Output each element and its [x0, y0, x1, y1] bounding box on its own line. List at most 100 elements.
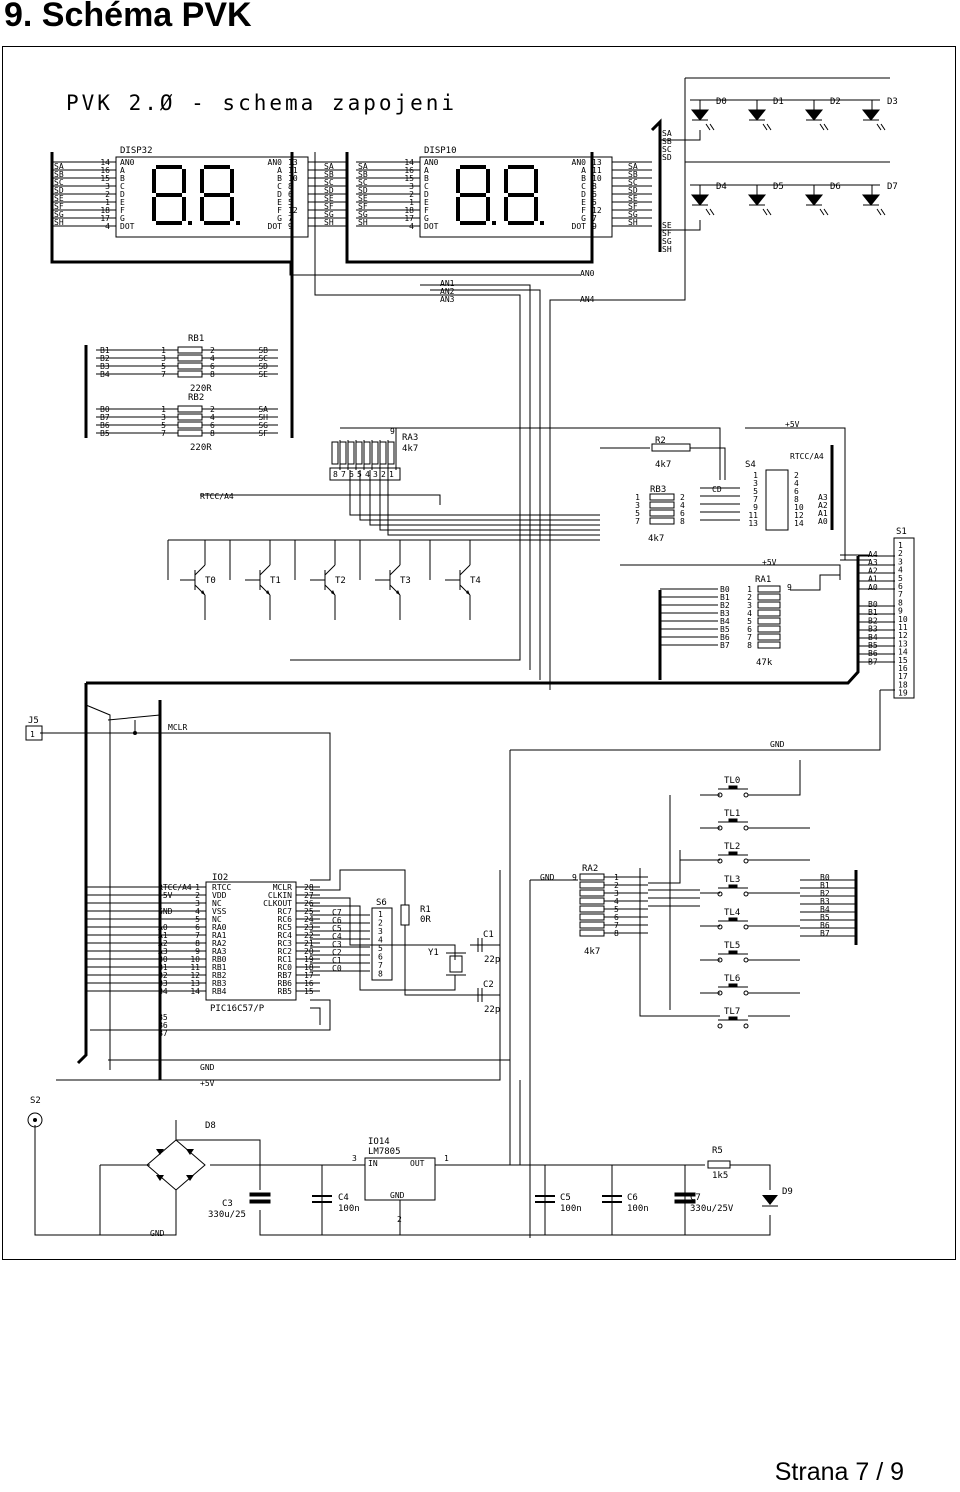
ra1-input: B6 — [720, 633, 730, 642]
regulator-body — [364, 1157, 436, 1201]
s4-pin: 12 — [794, 511, 804, 520]
s4-output: A1 — [818, 509, 828, 518]
led-triangle — [747, 109, 767, 121]
rbank-value: 220R — [190, 443, 212, 453]
ra2-ref: RA2 — [582, 864, 598, 874]
display-segment — [534, 197, 538, 221]
ra3-ref: RA3 — [402, 433, 418, 443]
ra3-pin: 6 — [349, 470, 354, 479]
push-button — [717, 990, 749, 996]
display-digit — [504, 165, 544, 225]
rb3-ref: RB3 — [650, 485, 666, 495]
s4-pin: 10 — [794, 503, 804, 512]
anode-net: AN2 — [440, 287, 455, 296]
button-contact — [743, 1023, 749, 1029]
transistor-emitter — [389, 584, 401, 596]
segment-net: SG — [358, 210, 368, 219]
resistor-body — [579, 897, 605, 905]
push-button — [717, 891, 749, 897]
mcu-pin-name: RB7 — [278, 971, 293, 980]
s4-pin: 13 — [748, 519, 758, 528]
button-ref: TL0 — [724, 776, 740, 786]
display-pin-name: E — [424, 198, 429, 207]
segment-net: SH — [324, 218, 334, 227]
led-ref: D6 — [830, 182, 841, 192]
display-segment — [204, 165, 230, 169]
rb3-pin: 8 — [680, 517, 685, 526]
s4-pin: 6 — [794, 487, 799, 496]
rbank-output: SB — [258, 346, 268, 355]
rbank-pin: 8 — [210, 429, 215, 438]
led-bottom — [690, 194, 715, 216]
s1-pin: 19 — [898, 689, 908, 698]
rbank-pin: 4 — [210, 413, 215, 422]
mcu-pin-name: NC — [212, 915, 222, 924]
ra1-common: 9 — [787, 583, 792, 592]
resistor-body — [579, 881, 605, 889]
button-ref: TL5 — [724, 941, 740, 951]
display-pin-name: F — [120, 206, 125, 215]
reg-pin: 1 — [444, 1154, 449, 1163]
page-footer: Strana 7 / 9 — [774, 1458, 904, 1486]
display-pin-name: DOT — [424, 222, 439, 231]
display-pin-name: AN0 — [120, 158, 135, 167]
segment-net: SB — [628, 170, 638, 179]
display-pin-name: D — [277, 190, 282, 199]
transistor-collector — [459, 564, 471, 576]
segment-net: SD — [358, 186, 368, 195]
segment-net: SF — [358, 202, 368, 211]
display-pin: 8 — [592, 182, 597, 191]
led-bottom — [804, 194, 829, 216]
segment-net: SF — [324, 202, 334, 211]
display-pin: 8 — [288, 182, 293, 191]
bridge-diode — [156, 1149, 164, 1155]
display-pin-name: F — [424, 206, 429, 215]
jack-outer — [27, 1112, 43, 1128]
ra1-pin: 6 — [747, 625, 752, 634]
ra3-pin: 2 — [381, 470, 386, 479]
resistor-body — [379, 441, 387, 465]
rbank-pin: 6 — [210, 362, 215, 371]
display-pin-name: G — [277, 214, 282, 223]
gnd-label: GND — [150, 1229, 165, 1238]
mcu-pin-name: RB1 — [212, 963, 227, 972]
s1-net: A1 — [868, 575, 878, 584]
s1-pin: 4 — [898, 566, 903, 575]
rbank-output: SC — [258, 354, 268, 363]
rb3-pin: 7 — [635, 517, 640, 526]
display-segment — [204, 221, 230, 225]
resistor-body — [757, 609, 781, 617]
display-pin-name: C — [277, 182, 282, 191]
push-button — [717, 792, 749, 798]
display-segment — [504, 169, 508, 193]
resistor-body — [331, 441, 339, 465]
c5-ref: C5 — [560, 1193, 571, 1203]
rtcc-net: RTCC/A4 — [200, 492, 234, 501]
s1-net: B2 — [868, 616, 878, 625]
segment-net: SB — [54, 170, 64, 179]
rbank-output: SE — [258, 370, 268, 379]
push-button — [717, 1023, 749, 1029]
resistor-body — [649, 517, 675, 525]
s6-pin: 6 — [378, 953, 383, 962]
d8-ref: D8 — [205, 1121, 216, 1131]
schematic-title: PVK 2.Ø - schema zapojeni — [66, 91, 457, 115]
resistor-body — [579, 905, 605, 913]
bridge-rectifier — [146, 1139, 206, 1191]
s4-pin: 11 — [748, 511, 758, 520]
led-triangle — [861, 109, 881, 121]
mcu-pin-name: RA2 — [212, 939, 227, 948]
display-pin-name: C — [120, 182, 125, 191]
cap-plate — [249, 1199, 271, 1204]
push-button — [717, 825, 749, 831]
s1-net: B7 — [868, 657, 878, 666]
transistor-collector — [194, 564, 206, 576]
ra1-value: 47k — [756, 658, 773, 668]
display-segment — [156, 221, 182, 225]
display-pin: 9 — [288, 222, 293, 231]
display-pin-name: A — [120, 166, 125, 175]
display-pin-name: B — [277, 174, 282, 183]
s4-pin: 4 — [794, 479, 799, 488]
led-triangle — [861, 194, 881, 206]
mcu-extra-net: B6 — [158, 1021, 168, 1030]
